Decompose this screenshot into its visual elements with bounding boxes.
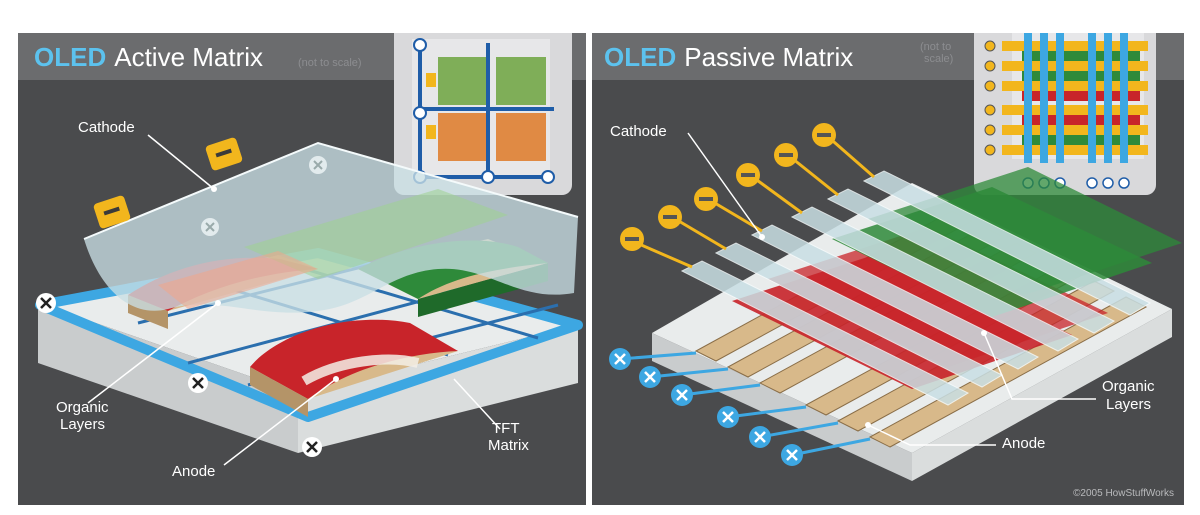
passive-matrix-diagram xyxy=(609,33,1182,481)
passive-matrix-inset-schematic xyxy=(974,33,1156,195)
x-terminal-icon xyxy=(302,437,322,457)
cathode-label: Cathode xyxy=(610,123,667,140)
cathode-label: Cathode xyxy=(78,119,135,136)
minus-terminal-icon xyxy=(812,123,836,147)
organic-layers-label-line1: Organic xyxy=(56,399,109,416)
anode-label: Anode xyxy=(1002,435,1046,452)
organic-layers-label-line2: Layers xyxy=(60,416,106,433)
minus-terminal-icon xyxy=(93,195,131,229)
active-matrix-inset-schematic xyxy=(394,33,572,195)
leader-lines xyxy=(87,134,501,466)
x-terminal-icon xyxy=(309,156,327,174)
minus-terminal-icon xyxy=(205,137,243,171)
title-text: Passive Matrix xyxy=(684,42,854,72)
title-brand: OLED xyxy=(604,42,677,72)
organic-layers-label-line2: Layers xyxy=(1106,396,1152,413)
x-terminal-icon xyxy=(749,426,771,448)
x-terminal-icon xyxy=(639,366,661,388)
x-terminal-icon xyxy=(609,348,631,370)
anode-contacts xyxy=(619,351,871,457)
organic-layers-label-line1: Organic xyxy=(1102,378,1155,395)
active-matrix-diagram xyxy=(35,33,583,466)
x-terminal-icon xyxy=(36,293,56,313)
title-text: Active Matrix xyxy=(114,42,264,72)
minus-terminal-icon xyxy=(736,163,760,187)
leader-lines xyxy=(687,132,1096,446)
x-terminal-icon xyxy=(781,444,803,466)
tft-matrix-label-line1: TFT xyxy=(492,420,520,437)
minus-terminal-icon xyxy=(658,205,682,229)
not-to-scale-note-line1: (not to xyxy=(920,41,952,53)
not-to-scale-note-line2: scale) xyxy=(924,53,954,65)
x-terminal-icon xyxy=(201,218,219,236)
title-brand: OLED xyxy=(34,42,107,72)
x-terminal-icon xyxy=(671,384,693,406)
anode-label: Anode xyxy=(172,463,216,480)
x-terminal-icon xyxy=(717,406,739,428)
copyright-notice: ©2005 HowStuffWorks xyxy=(1073,488,1174,499)
x-terminal-icon xyxy=(188,373,208,393)
minus-terminal-icon xyxy=(694,187,718,211)
cathode-sheet xyxy=(83,141,579,313)
minus-terminal-icon xyxy=(774,143,798,167)
minus-terminal-icon xyxy=(620,227,644,251)
cathode-strips xyxy=(680,170,1152,406)
not-to-scale-note: (not to scale) xyxy=(298,57,362,69)
tft-matrix-label-line2: Matrix xyxy=(488,437,529,454)
